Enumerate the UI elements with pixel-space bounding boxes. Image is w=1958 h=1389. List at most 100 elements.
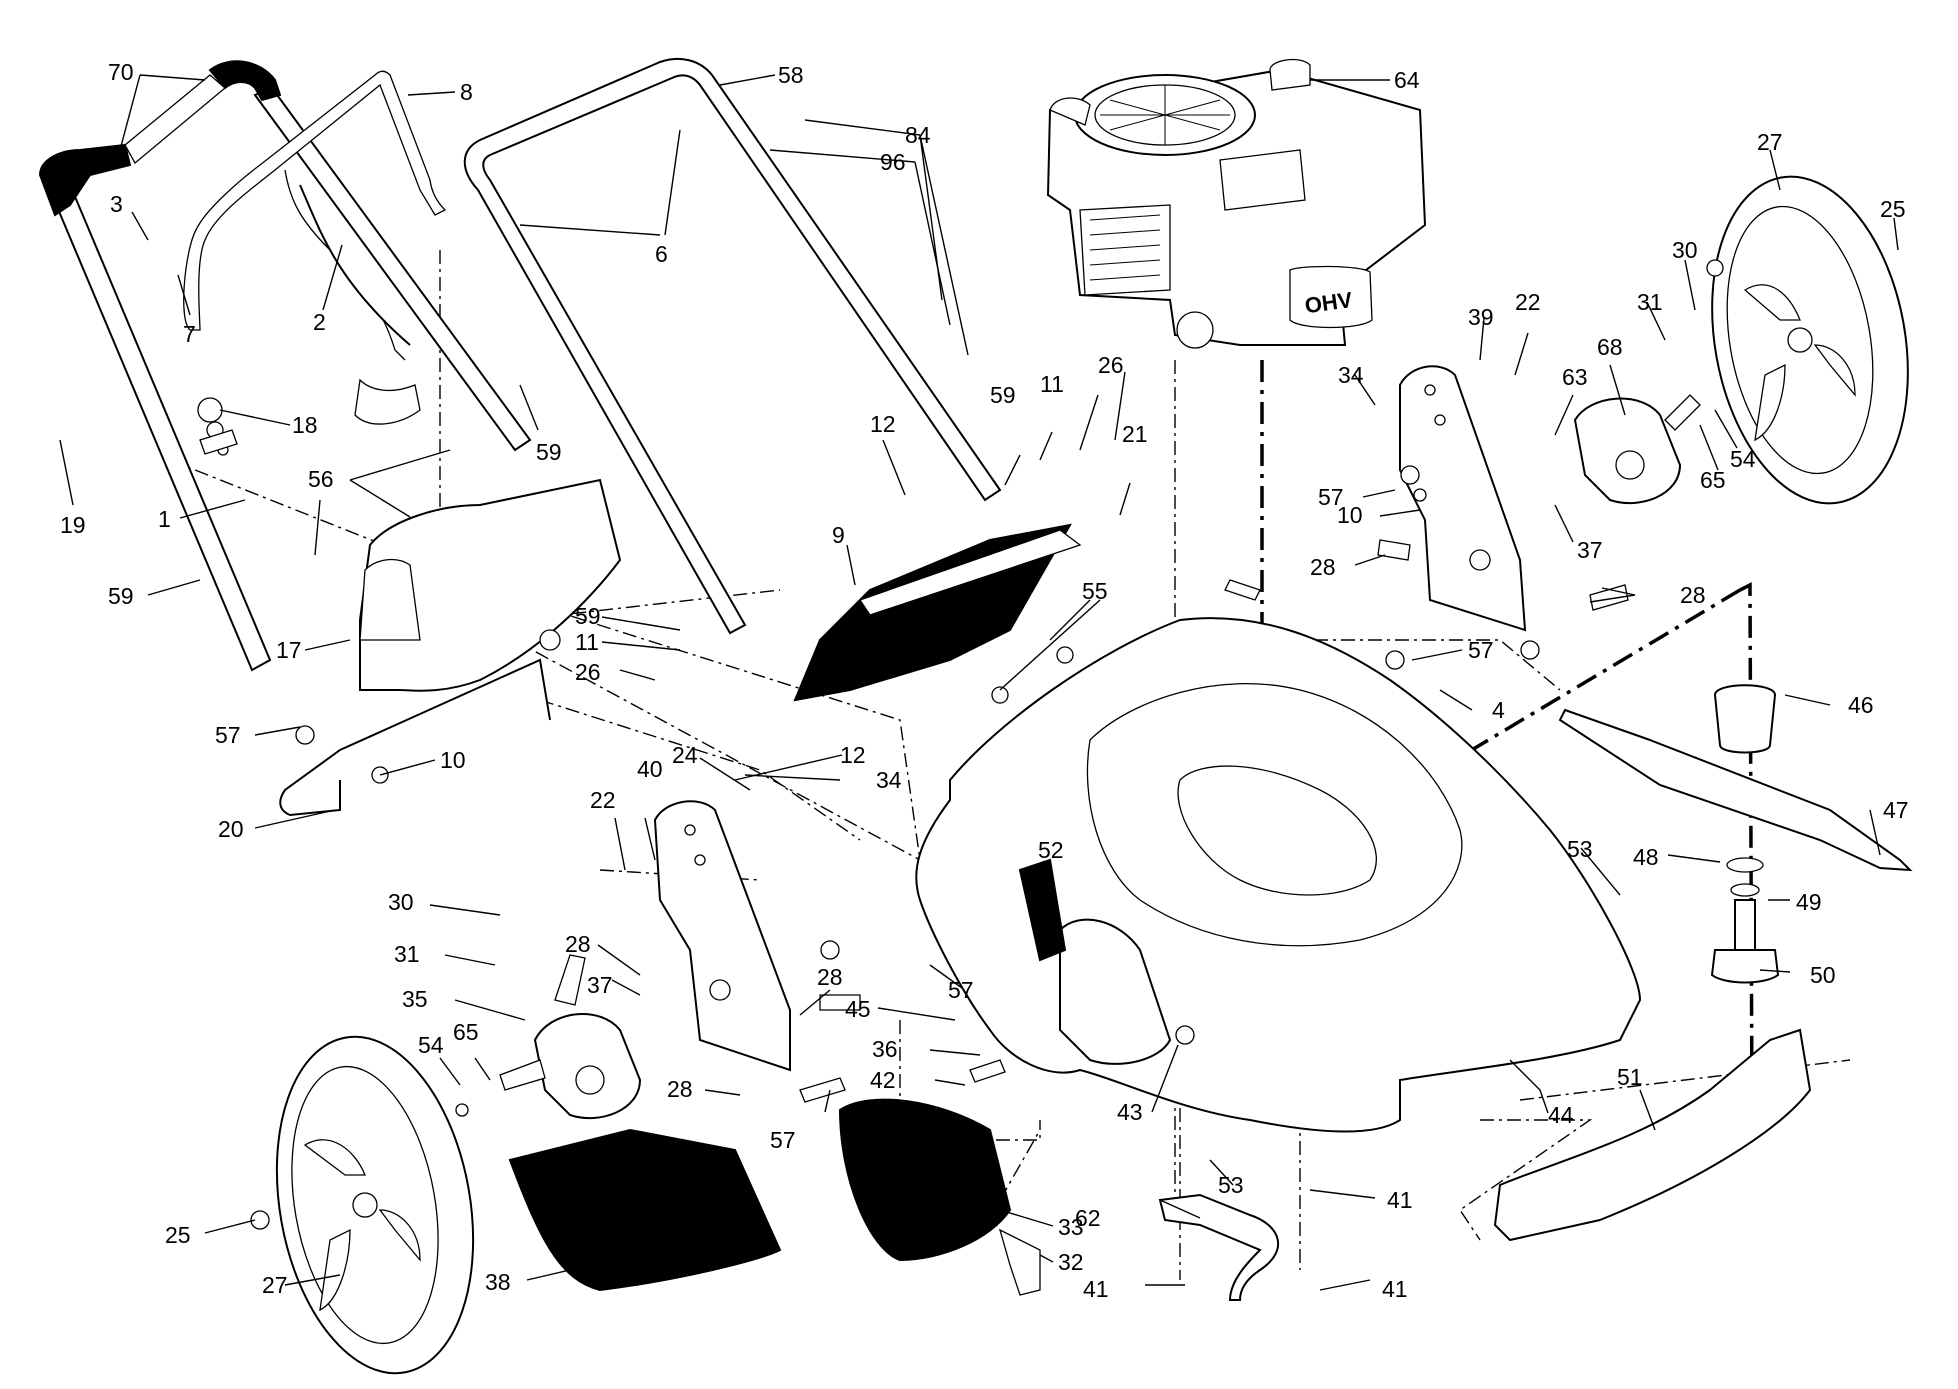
wheel-27-left — [275, 1035, 475, 1375]
callout-65-a: 65 — [453, 1019, 479, 1045]
callout-4: 4 — [1492, 697, 1505, 723]
callout-27-a: 27 — [262, 1272, 288, 1298]
callout-17: 17 — [276, 637, 302, 663]
callout-26-b: 26 — [1098, 352, 1124, 378]
callout-19: 19 — [60, 512, 86, 538]
callout-26-a: 26 — [575, 659, 601, 685]
callout-65-b: 65 — [1700, 467, 1726, 493]
callout-10-b: 10 — [1337, 502, 1363, 528]
callout-56: 56 — [308, 466, 334, 492]
callout-30-b: 30 — [1672, 237, 1698, 263]
callout-58: 58 — [778, 62, 804, 88]
fasteners — [197, 259, 1724, 1230]
callout-49: 49 — [1796, 889, 1822, 915]
callout-11-a: 11 — [575, 629, 599, 655]
upper-handle — [463, 57, 1002, 635]
callout-28-e: 28 — [1680, 582, 1706, 608]
leader-lines — [59, 74, 1899, 1291]
callout-46: 46 — [1848, 692, 1874, 718]
callout-34-a: 34 — [876, 767, 902, 793]
callout-35: 35 — [402, 986, 428, 1012]
callout-70: 70 — [108, 59, 134, 85]
callout-11-b: 11 — [1040, 371, 1064, 397]
mulch-plug-33 — [838, 1098, 1041, 1296]
height-adjuster-68 — [1573, 394, 1701, 505]
callout-7: 7 — [183, 321, 196, 347]
callout-59-a: 59 — [536, 439, 562, 465]
callout-57-b: 57 — [948, 977, 974, 1003]
callout-40: 40 — [637, 756, 663, 782]
callout-57-a: 57 — [215, 722, 241, 748]
callout-24: 24 — [672, 742, 698, 768]
grass-deflector-17 — [359, 478, 622, 692]
callout-22-a: 22 — [590, 787, 616, 813]
callout-51: 51 — [1617, 1064, 1643, 1090]
callout-44: 44 — [1548, 1102, 1574, 1128]
callout-12-b: 12 — [840, 742, 866, 768]
callout-28-d: 28 — [1310, 554, 1336, 580]
callout-1: 1 — [158, 506, 171, 532]
callout-31-b: 31 — [1637, 289, 1663, 315]
callout-42: 42 — [870, 1067, 896, 1093]
callout-43: 43 — [1117, 1099, 1143, 1125]
engine: OHV — [1046, 58, 1427, 349]
callout-38: 38 — [485, 1269, 511, 1295]
callout-33: 33 — [1058, 1214, 1084, 1240]
callout-39: 39 — [1468, 304, 1494, 330]
callout-37-a: 37 — [587, 972, 613, 998]
control-bar — [183, 70, 447, 425]
callout-10-a: 10 — [440, 747, 466, 773]
callout-28-b: 28 — [817, 964, 843, 990]
callout-20: 20 — [218, 816, 244, 842]
side-discharge-38 — [508, 1128, 782, 1292]
callout-55: 55 — [1082, 578, 1108, 604]
callout-32: 32 — [1058, 1249, 1084, 1275]
callout-57-e: 57 — [1318, 484, 1344, 510]
wheel-27-right — [1711, 175, 1909, 505]
rear-flap-9 — [793, 523, 1082, 702]
callout-37-b: 37 — [1577, 537, 1603, 563]
callout-52: 52 — [1038, 837, 1064, 863]
callout-64: 64 — [1394, 67, 1420, 93]
callout-41-a: 41 — [1387, 1187, 1413, 1213]
lower-handle — [38, 60, 532, 672]
callout-50: 50 — [1810, 962, 1836, 988]
callout-6: 6 — [655, 241, 668, 267]
right-bracket-39 — [1399, 365, 1527, 632]
callout-41-b: 41 — [1083, 1276, 1109, 1302]
callout-25-a: 25 — [165, 1222, 191, 1248]
callout-84: 84 — [905, 122, 931, 148]
callout-57-d: 57 — [1468, 637, 1494, 663]
callout-53-b: 53 — [1567, 836, 1593, 862]
callout-59-b: 59 — [108, 583, 134, 609]
height-adjuster-35 — [499, 954, 642, 1120]
callout-41-c: 41 — [1382, 1276, 1408, 1302]
callout-12-a: 12 — [870, 411, 896, 437]
callout-21: 21 — [1122, 421, 1148, 447]
callout-27-b: 27 — [1757, 129, 1783, 155]
callout-63: 63 — [1562, 364, 1588, 390]
callout-54-b: 54 — [1730, 446, 1756, 472]
mower-deck-44 — [915, 617, 1642, 1133]
callout-22-b: 22 — [1515, 289, 1541, 315]
callout-68: 68 — [1597, 334, 1623, 360]
callout-47: 47 — [1883, 797, 1909, 823]
callout-54-a: 54 — [418, 1032, 444, 1058]
rear-baffle-51 — [1493, 1028, 1812, 1242]
callout-45: 45 — [845, 996, 871, 1022]
rear-wire-20 — [279, 629, 561, 817]
bracket-62 — [1158, 1193, 1280, 1301]
callout-28-c: 28 — [667, 1076, 693, 1102]
callout-62: 62 — [1075, 1205, 1101, 1231]
callout-59-c: 59 — [575, 603, 601, 629]
callout-8: 8 — [460, 79, 473, 105]
callout-53-a: 53 — [1218, 1172, 1244, 1198]
callout-48: 48 — [1633, 844, 1659, 870]
callout-57-c: 57 — [770, 1127, 796, 1153]
callout-30-a: 30 — [388, 889, 414, 915]
callout-3: 3 — [110, 191, 123, 217]
callout-labels: 70 8 58 64 84 96 6 3 7 2 18 59 19 1 56 5… — [60, 59, 1909, 1302]
left-bracket-40 — [653, 800, 791, 1072]
callout-96: 96 — [880, 149, 906, 175]
